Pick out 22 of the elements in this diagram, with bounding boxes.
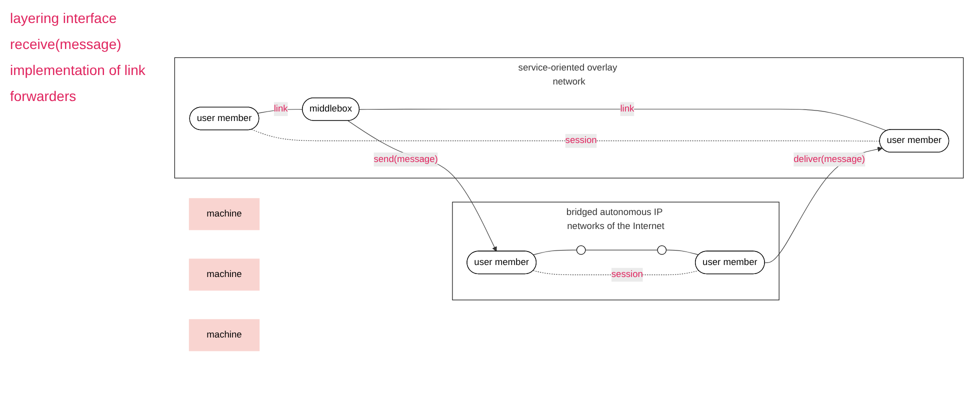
edge-label: link — [620, 104, 634, 114]
node-box: machine — [188, 258, 260, 291]
connector — [533, 250, 577, 256]
note-label: forwarders — [10, 88, 78, 104]
connector — [585, 250, 658, 251]
note-label: implementation of link — [10, 62, 146, 78]
edge-label: session — [611, 270, 643, 280]
edge-label: send(message) — [374, 154, 438, 164]
arrow — [348, 120, 497, 252]
arrow — [764, 146, 883, 264]
note-label: receive(message) — [10, 36, 122, 52]
node-box: machine — [188, 198, 260, 230]
edge-label: deliver(message) — [794, 154, 866, 164]
connector — [359, 109, 887, 132]
edge-label: link — [274, 104, 288, 114]
note-label: layering interface — [10, 10, 118, 26]
connector — [666, 250, 700, 256]
connector — [251, 129, 880, 142]
edge-label: session — [565, 136, 597, 146]
node-circle — [576, 246, 586, 255]
node-circle — [657, 246, 667, 255]
node-box: machine — [188, 319, 260, 352]
